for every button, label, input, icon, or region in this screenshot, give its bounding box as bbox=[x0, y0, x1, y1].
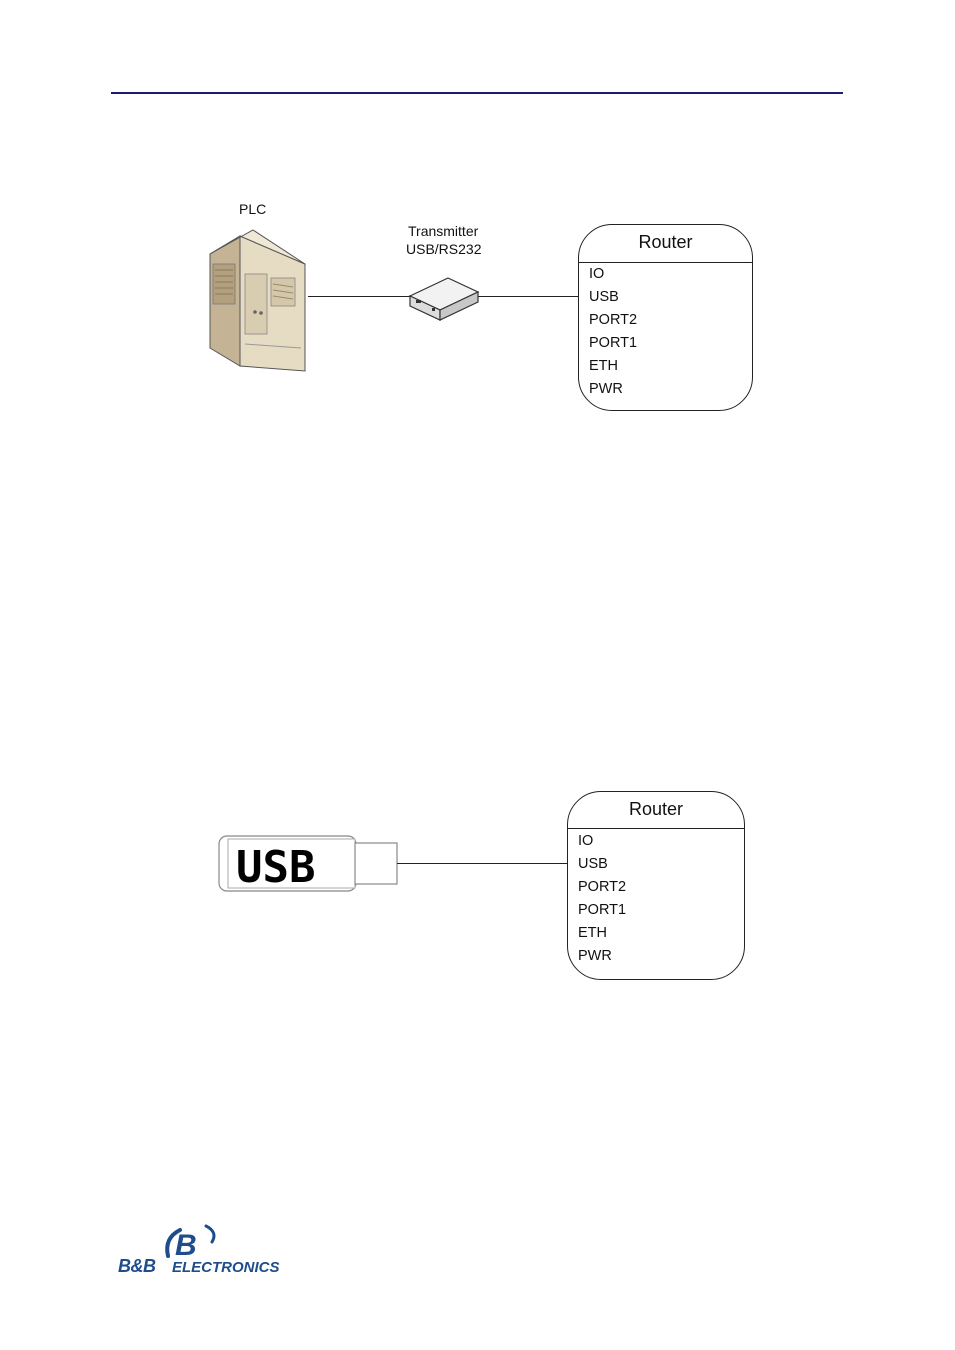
router-box: Router IO USB PORT2 PORT1 ETH PWR bbox=[567, 791, 745, 980]
router-title-divider bbox=[568, 828, 744, 829]
logo-main-text: B&B bbox=[118, 1256, 156, 1277]
router-port-port1: PORT1 bbox=[589, 332, 637, 355]
router-port-eth: ETH bbox=[589, 355, 637, 378]
router-port-pwr: PWR bbox=[589, 378, 637, 401]
router-port-io: IO bbox=[578, 830, 626, 853]
transmitter-device-icon bbox=[408, 274, 482, 322]
router-port-pwr: PWR bbox=[578, 945, 626, 968]
usb-stick-icon: USB bbox=[218, 835, 400, 893]
router-port-io: IO bbox=[589, 263, 637, 286]
wire-plc-transmitter bbox=[308, 296, 412, 297]
transmitter-label-line1: Transmitter bbox=[408, 223, 478, 240]
router-port-usb: USB bbox=[578, 853, 626, 876]
router-title: Router bbox=[568, 799, 744, 820]
router-port-usb: USB bbox=[589, 286, 637, 309]
logo-mark: B bbox=[175, 1229, 197, 1262]
router-box: Router IO USB PORT2 PORT1 ETH PWR bbox=[578, 224, 753, 411]
router-port-port1: PORT1 bbox=[578, 899, 626, 922]
router-port-port2: PORT2 bbox=[589, 309, 637, 332]
header-rule bbox=[111, 92, 843, 94]
logo-mark-icon: B bbox=[162, 1222, 222, 1262]
wire-transmitter-router bbox=[478, 296, 579, 297]
plc-label: PLC bbox=[239, 201, 266, 218]
wire-usb-router bbox=[397, 863, 568, 864]
router-port-list: IO USB PORT2 PORT1 ETH PWR bbox=[578, 830, 626, 968]
usb-stick-label: USB bbox=[236, 842, 315, 893]
logo-sub-text: ELECTRONICS bbox=[172, 1259, 280, 1276]
plc-server-icon bbox=[205, 226, 313, 376]
router-title: Router bbox=[579, 232, 752, 253]
transmitter-label-line2: USB/RS232 bbox=[406, 241, 481, 258]
router-port-list: IO USB PORT2 PORT1 ETH PWR bbox=[589, 263, 637, 401]
router-port-port2: PORT2 bbox=[578, 876, 626, 899]
router-port-eth: ETH bbox=[578, 922, 626, 945]
